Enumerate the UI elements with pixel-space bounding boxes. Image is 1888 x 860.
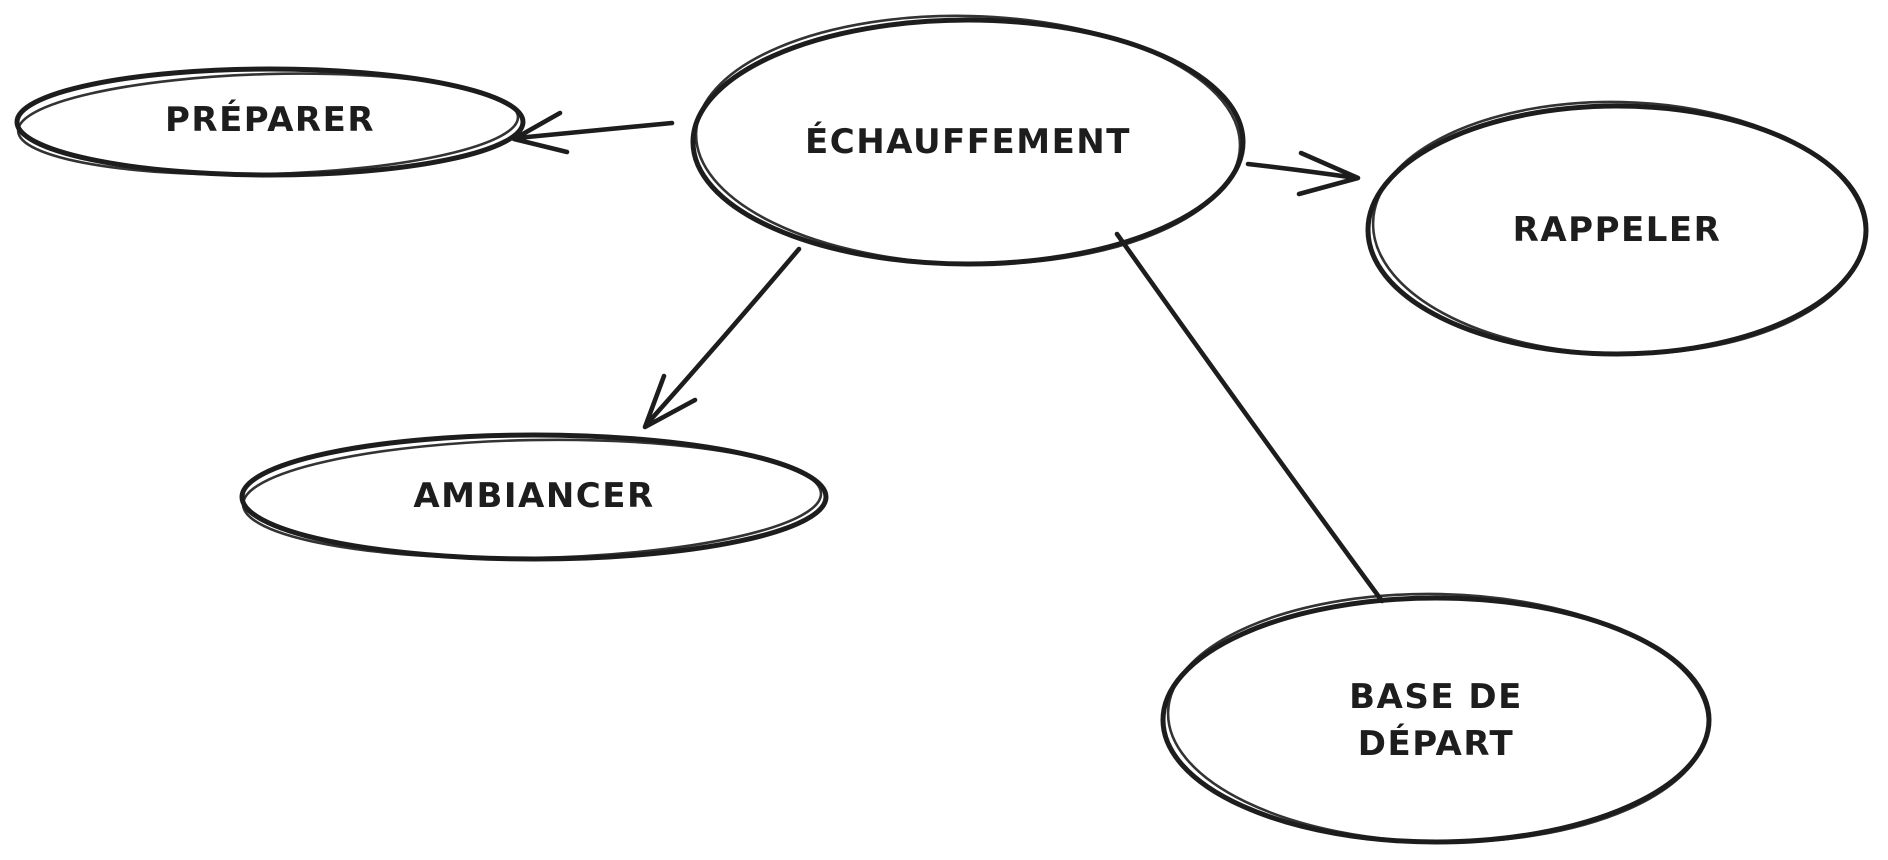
node-rappeler-shape-sketch	[1371, 100, 1867, 356]
node-preparer-shape-sketch	[16, 72, 520, 176]
node-base-de-depart-shape	[1160, 595, 1712, 845]
arrow-shaft	[514, 120, 675, 141]
node-preparer[interactable]: PRÉPARER	[14, 66, 526, 181]
node-ambiancer-label: AMBIANCER	[413, 476, 654, 516]
edge-echauffement-ambiancer[interactable]	[642, 246, 802, 430]
edge-echauffement-preparer[interactable]	[511, 110, 675, 155]
arrow-shaft	[1245, 161, 1359, 181]
node-base-de-depart-label-line1: BASE DE	[1349, 677, 1523, 717]
node-echauffement[interactable]: ÉCHAUFFEMENT	[690, 9, 1246, 270]
node-rappeler[interactable]: RAPPELER	[1365, 96, 1869, 359]
node-base-de-depart[interactable]: BASE DE DÉPART	[1160, 588, 1712, 847]
arrow-head	[1296, 150, 1361, 197]
arrow-shaft	[643, 246, 802, 428]
node-ambiancer-shape-sketch	[241, 438, 823, 560]
connector-line	[1114, 231, 1385, 604]
node-ambiancer[interactable]: AMBIANCER	[239, 432, 829, 564]
node-echauffement-shape-sketch	[694, 14, 1242, 266]
node-base-de-depart-label-line2: DÉPART	[1358, 723, 1514, 764]
node-rappeler-label: RAPPELER	[1513, 210, 1722, 250]
node-base-de-depart-shape-sketch	[1166, 592, 1710, 844]
arrow-head	[642, 373, 698, 430]
edge-echauffement-base-de-depart[interactable]	[1114, 231, 1385, 604]
edge-echauffement-rappeler[interactable]	[1245, 150, 1361, 197]
node-preparer-label: PRÉPARER	[165, 99, 375, 140]
node-echauffement-label: ÉCHAUFFEMENT	[805, 121, 1131, 162]
